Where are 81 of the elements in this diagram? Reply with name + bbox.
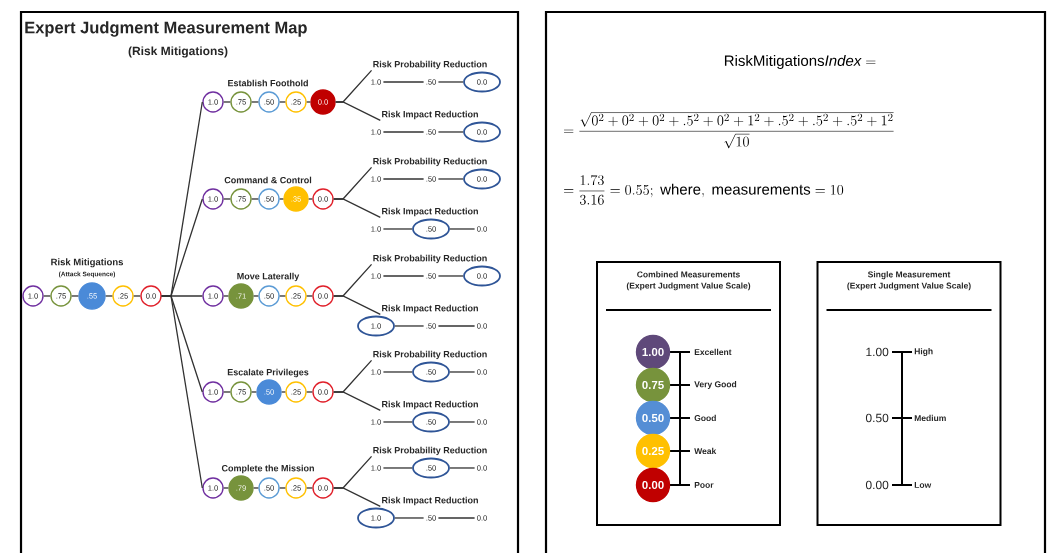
connector-line [382, 81, 425, 83]
connector-line [437, 81, 464, 83]
measure-heading: Risk Probability Reduction [373, 350, 487, 360]
connector-line [306, 487, 313, 489]
connector-line [449, 421, 476, 423]
step-heading: Complete the Mission [221, 464, 314, 474]
measure-heading: Risk Probability Reduction [373, 60, 487, 70]
connector-line [253, 295, 259, 297]
scale-label: Medium [914, 414, 946, 422]
connector-line [449, 467, 476, 469]
scale-label: 0.00 [865, 480, 889, 490]
subtitle: (Risk Mitigations) [128, 46, 228, 58]
diagram-title: Expert Judgment Measurement Map [25, 21, 307, 37]
connector-line [449, 228, 476, 230]
connector-line [382, 178, 425, 180]
scale-label: Low [914, 482, 932, 488]
connector-line [279, 101, 286, 103]
connector-line [223, 198, 231, 200]
connector-line [251, 391, 257, 393]
branch-line [333, 295, 381, 316]
connector-line [279, 487, 286, 489]
branch-line [333, 487, 381, 508]
connector-line [133, 295, 141, 297]
measure-heading: Risk Probability Reduction [373, 157, 487, 167]
connector-line [223, 295, 229, 297]
connector-line [306, 391, 313, 393]
scale-label: Good [694, 414, 716, 422]
step-heading: Establish Foothold [228, 79, 308, 87]
step-heading: Escalate Privileges [227, 368, 309, 378]
connector-line [223, 391, 231, 393]
connector-line [223, 101, 231, 103]
connector-line [437, 131, 464, 133]
measure-heading: Risk Impact Reduction [382, 400, 478, 410]
connector-line [382, 467, 413, 469]
connector-line [306, 295, 313, 297]
connector-line [437, 275, 464, 277]
connector-line [71, 295, 79, 297]
measure-heading: Risk Impact Reduction [382, 496, 478, 506]
formula: $= \frac{\sqrt{0^2+0^2+0^2+.5^2+0^2+1^2+.5^2+.5^2+.5^2+1^2}}{\sqrt{10}}$ [564, 112, 894, 149]
scale-label: Poor [694, 482, 714, 488]
measure-heading: Risk Impact Reduction [382, 110, 478, 120]
connector-line [382, 228, 413, 230]
scale-label: Weak [694, 447, 717, 455]
measure-heading: Risk Probability Reduction [373, 254, 487, 264]
connector-line [437, 178, 464, 180]
branch-line [161, 295, 203, 489]
formula: $= \frac{1.73}{3.16} = 0.55;\ \mathrm{where,\ measurements} = 10$ [564, 175, 844, 205]
scale-label: Excellent [694, 348, 732, 356]
connector-line [394, 325, 425, 327]
connector-line [43, 295, 51, 297]
connector-line [253, 487, 259, 489]
scale-label: High [914, 348, 933, 356]
connector-line [105, 295, 113, 297]
connector-line [449, 371, 476, 373]
connector-line [437, 325, 476, 327]
connector-line [382, 421, 413, 423]
formula: $\mathrm{RiskMitigations}\mathit{Index} =$ [724, 55, 876, 69]
measure-heading: Risk Impact Reduction [382, 304, 478, 314]
step-heading: Command & Control [224, 176, 312, 184]
scale-label: Very Good [694, 381, 737, 389]
branch-line [335, 101, 381, 122]
scale-label: 1.00 [866, 347, 889, 357]
connector-line [382, 371, 413, 373]
connector-line [306, 101, 311, 103]
branch-line [333, 391, 381, 412]
scale-label: 0.50 [865, 413, 889, 423]
connector-line [308, 198, 313, 200]
connector-line [279, 295, 286, 297]
connector-line [279, 198, 284, 200]
connector-line [382, 275, 425, 277]
connector-line [437, 517, 476, 519]
connector-line [394, 517, 425, 519]
measure-heading: Risk Probability Reduction [373, 446, 487, 456]
connector-line [251, 198, 259, 200]
branch-line [333, 198, 381, 219]
step-heading: Move Laterally [237, 272, 300, 282]
connector-line [251, 101, 259, 103]
connector-line [281, 391, 286, 393]
connector-line [382, 131, 425, 133]
measure-heading: Risk Impact Reduction [382, 207, 478, 217]
connector-line [223, 487, 229, 489]
